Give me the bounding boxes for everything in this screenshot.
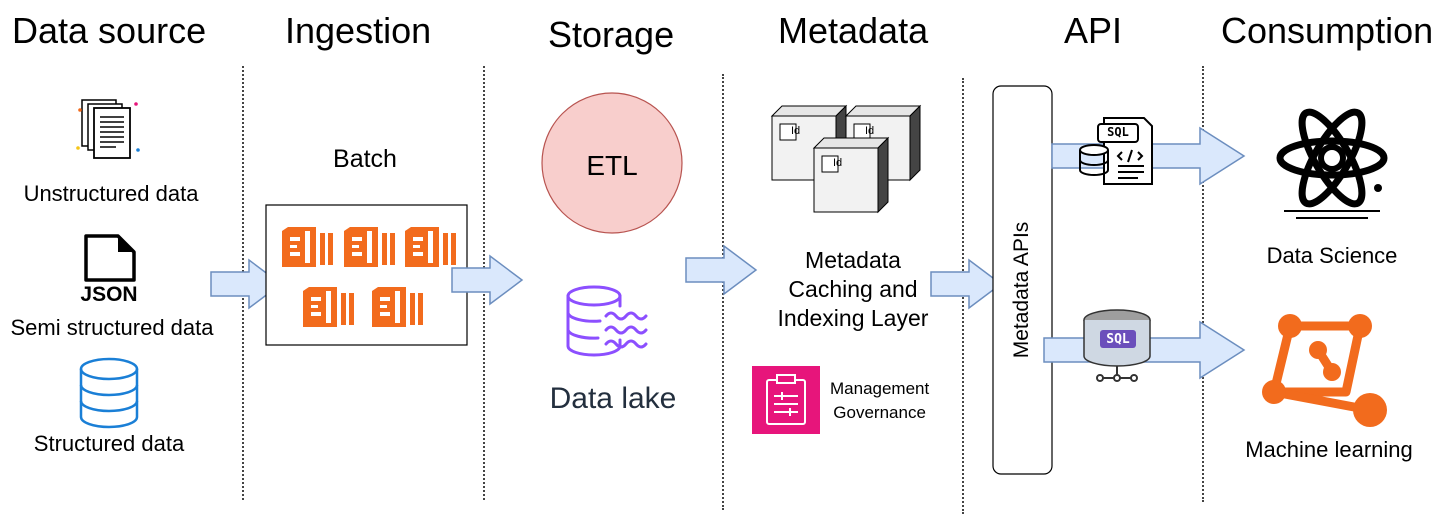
data-science-label: Data Science [1266, 243, 1398, 268]
sql-server-icon [1083, 309, 1151, 382]
header-ingestion: Ingestion [285, 10, 432, 51]
id-label: Id [791, 125, 801, 137]
batch-box [265, 204, 468, 346]
header-api: API [1064, 10, 1123, 51]
header-storage: Storage [548, 14, 675, 55]
governance-icon [752, 366, 820, 434]
header-consumption: Consumption [1221, 10, 1434, 51]
caching-label-line: Caching and [788, 276, 918, 302]
data-lake-icon [566, 285, 648, 357]
json-file-icon [84, 234, 136, 282]
arrow-to-metadata [685, 245, 757, 295]
structured-data-label: Structured data [33, 431, 185, 456]
sql-document-icon [1079, 117, 1153, 185]
header-data-source: Data source [12, 10, 207, 51]
id-cube-icon [813, 137, 889, 213]
sql-doc-label: SQL [1107, 125, 1129, 139]
machine-learning-label: Machine learning [1245, 437, 1413, 462]
governance-label-line: Governance [833, 403, 926, 422]
machine-learning-icon [1262, 314, 1387, 427]
separator-5 [1202, 66, 1204, 502]
json-label: JSON [80, 283, 138, 306]
metadata-apis-box [992, 85, 1053, 475]
caching-layer-label: Metadata Caching and Indexing Layer [748, 246, 958, 333]
etl-circle [541, 92, 683, 234]
metadata-apis-label: Metadata APIs [1010, 221, 1033, 359]
id-label: Id [833, 157, 843, 169]
atom-icon [1276, 108, 1388, 219]
unstructured-data-label: Unstructured data [23, 181, 199, 206]
data-lake-label: Data lake [549, 382, 677, 415]
id-label: Id [865, 125, 875, 137]
etl-label: ETL [586, 150, 638, 181]
caching-label-line: Indexing Layer [777, 305, 929, 331]
header-metadata: Metadata [778, 10, 929, 51]
documents-icon [76, 99, 140, 159]
sql-server-label: SQL [1106, 332, 1130, 347]
separator-3 [722, 74, 724, 510]
semi-structured-data-label: Semi structured data [10, 315, 214, 340]
batch-label: Batch [333, 145, 397, 173]
management-label-line: Management [830, 379, 930, 398]
database-icon [79, 357, 139, 429]
caching-label-line: Metadata [805, 247, 901, 273]
management-governance-label: Management Governance [830, 377, 929, 425]
